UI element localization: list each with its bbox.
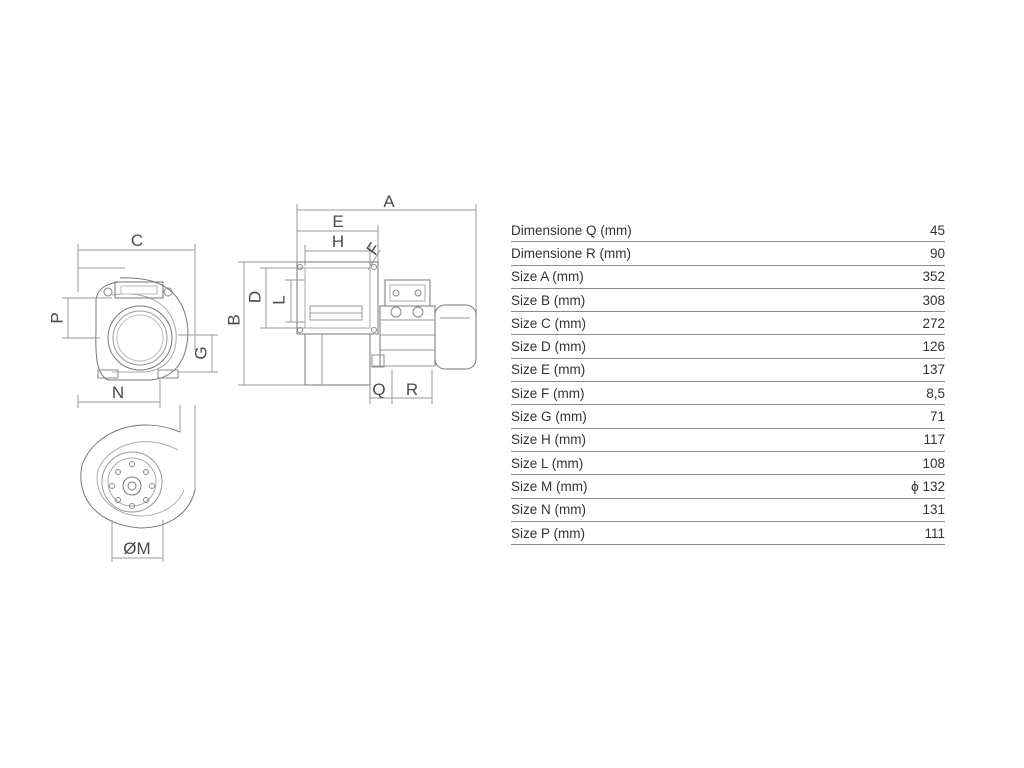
spec-value: 8,5 xyxy=(850,381,945,406)
spec-label: Size N (mm) xyxy=(511,498,850,522)
spec-label: Size E (mm) xyxy=(511,358,850,383)
spec-label: Size L (mm) xyxy=(511,451,850,476)
spec-label: Size M (mm) xyxy=(511,474,850,499)
fan-technical-drawing: C P G N ØM A E H F B D L Q R xyxy=(47,192,477,562)
table-row: Size E (mm) 137 xyxy=(511,358,945,383)
dim-label-n: N xyxy=(112,383,124,402)
dim-label-a: A xyxy=(383,192,395,211)
spec-value: 137 xyxy=(850,358,945,383)
dim-label-h: H xyxy=(332,232,344,251)
spec-value: 272 xyxy=(850,311,945,336)
dim-label-q: Q xyxy=(372,380,385,399)
spec-value: ϕ 132 xyxy=(850,474,945,499)
spec-label: Size H (mm) xyxy=(511,428,850,452)
spec-value: 45 xyxy=(850,219,945,243)
spec-value: 126 xyxy=(850,334,945,359)
dim-label-c: C xyxy=(131,231,143,250)
table-row: Dimensione R (mm) 90 xyxy=(511,241,945,266)
dim-label-d: D xyxy=(245,291,264,303)
spec-label: Size C (mm) xyxy=(511,311,850,336)
table-row: Size H (mm) 117 xyxy=(511,428,945,452)
spec-value: 131 xyxy=(850,498,945,522)
dim-label-g: G xyxy=(191,346,210,359)
table-row: Size M (mm) ϕ 132 xyxy=(511,474,945,499)
dim-label-m: ØM xyxy=(123,539,150,558)
table-row: Dimensione Q (mm) 45 xyxy=(511,219,945,243)
side-view xyxy=(238,204,477,404)
spec-label: Size P (mm) xyxy=(511,521,850,546)
dim-label-p: P xyxy=(47,312,66,323)
dimension-labels: C P G N ØM A E H F B D L Q R xyxy=(47,192,418,558)
table-row: Size P (mm) 111 xyxy=(511,521,945,546)
dimensions-table: Dimensione Q (mm) 45 Dimensione R (mm) 9… xyxy=(511,219,945,546)
dim-label-f: F xyxy=(363,239,385,258)
spec-value: 90 xyxy=(850,241,945,266)
table-row: Size L (mm) 108 xyxy=(511,451,945,476)
spec-label: Dimensione Q (mm) xyxy=(511,219,850,243)
spec-value: 117 xyxy=(850,428,945,452)
table-row: Size A (mm) 352 xyxy=(511,265,945,289)
dim-label-e: E xyxy=(332,212,343,231)
dim-label-l: L xyxy=(269,295,288,304)
spec-label: Size G (mm) xyxy=(511,404,850,429)
dim-label-r: R xyxy=(406,380,418,399)
spec-label: Dimensione R (mm) xyxy=(511,241,850,266)
spec-label: Size B (mm) xyxy=(511,288,850,313)
front-view xyxy=(62,244,218,408)
table-row: Size C (mm) 272 xyxy=(511,311,945,336)
spec-value: 308 xyxy=(850,288,945,313)
spec-label: Size D (mm) xyxy=(511,334,850,359)
spec-label: Size A (mm) xyxy=(511,265,850,289)
table-row: Size D (mm) 126 xyxy=(511,334,945,359)
dim-label-b: B xyxy=(224,314,243,325)
table-row: Size N (mm) 131 xyxy=(511,498,945,522)
table-row: Size G (mm) 71 xyxy=(511,404,945,429)
spec-value: 352 xyxy=(850,265,945,289)
spec-value: 111 xyxy=(850,521,945,546)
table-row: Size F (mm) 8,5 xyxy=(511,381,945,406)
spec-value: 108 xyxy=(850,451,945,476)
table-row: Size B (mm) 308 xyxy=(511,288,945,313)
spec-value: 71 xyxy=(850,404,945,429)
bottom-view xyxy=(80,405,196,562)
spec-label: Size F (mm) xyxy=(511,381,850,406)
